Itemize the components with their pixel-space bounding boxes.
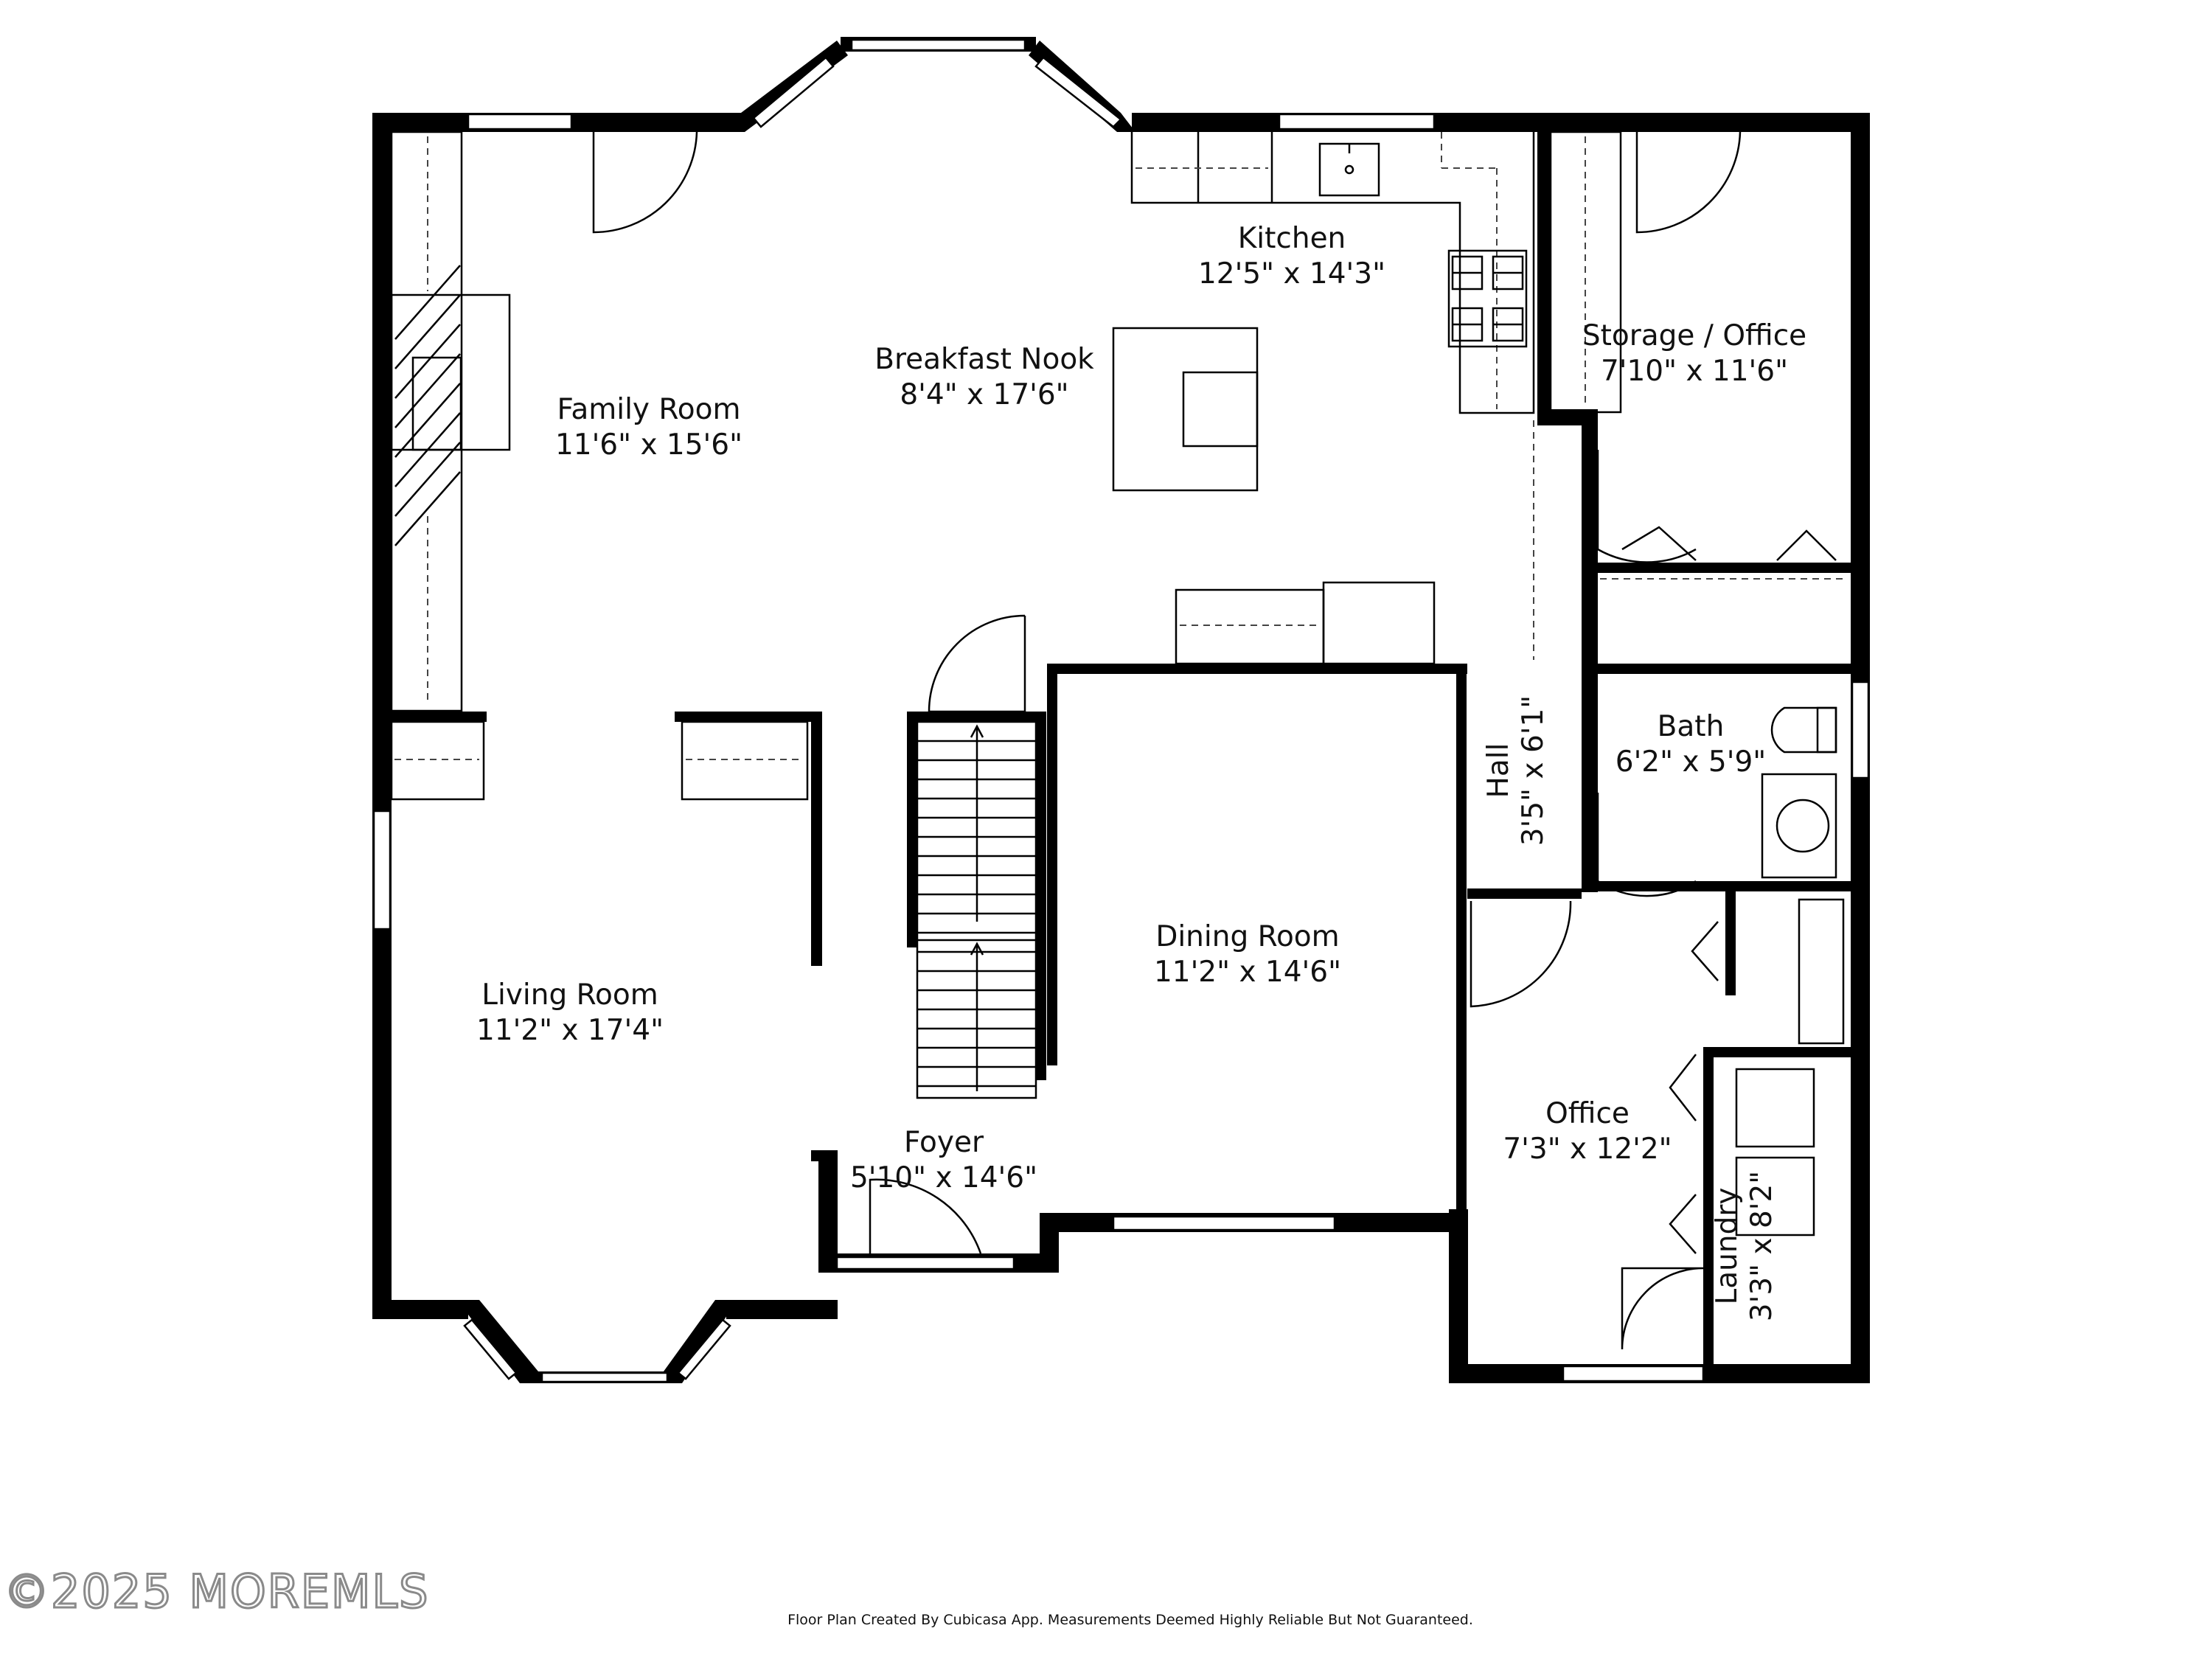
hall-name: Hall bbox=[1482, 743, 1515, 799]
laundry-size: 3'3" x 8'2" bbox=[1745, 1171, 1778, 1321]
room-labels: Family Room 11'6" x 15'6" Breakfast Nook… bbox=[476, 222, 1806, 1321]
doors bbox=[592, 131, 1837, 1350]
bath-size: 6'2" x 5'9" bbox=[1615, 745, 1766, 779]
watermark: ©2025 MOREMLS bbox=[4, 1565, 429, 1618]
living-room-size: 11'2" x 17'4" bbox=[476, 1014, 664, 1047]
windows bbox=[372, 38, 1870, 1383]
living-room-name: Living Room bbox=[481, 978, 658, 1012]
storage-office-size: 7'10" x 11'6" bbox=[1601, 355, 1788, 388]
breakfast-nook-name: Breakfast Nook bbox=[874, 343, 1094, 376]
hall-size: 3'5" x 6'1" bbox=[1517, 695, 1550, 846]
foyer-name: Foyer bbox=[904, 1126, 984, 1159]
office-name: Office bbox=[1545, 1097, 1630, 1130]
kitchen-name: Kitchen bbox=[1238, 222, 1346, 255]
family-room-size: 11'6" x 15'6" bbox=[555, 428, 742, 462]
dining-room-name: Dining Room bbox=[1155, 920, 1339, 953]
storage-office-name: Storage / Office bbox=[1582, 319, 1806, 352]
laundry-name: Laundry bbox=[1711, 1188, 1744, 1305]
fixtures bbox=[390, 131, 1845, 1237]
staircase bbox=[916, 720, 1037, 1099]
family-room-name: Family Room bbox=[557, 393, 741, 426]
footer-note: Floor Plan Created By Cubicasa App. Meas… bbox=[787, 1612, 1473, 1628]
bath-name: Bath bbox=[1658, 710, 1725, 743]
kitchen-size: 12'5" x 14'3" bbox=[1198, 257, 1385, 291]
breakfast-nook-size: 8'4" x 17'6" bbox=[900, 378, 1068, 411]
dining-room-size: 11'2" x 14'6" bbox=[1154, 956, 1341, 989]
exterior-walls bbox=[372, 37, 1870, 1383]
foyer-size: 5'10" x 14'6" bbox=[850, 1161, 1037, 1194]
interior-walls bbox=[372, 129, 1851, 1371]
office-size: 7'3" x 12'2" bbox=[1503, 1133, 1672, 1166]
